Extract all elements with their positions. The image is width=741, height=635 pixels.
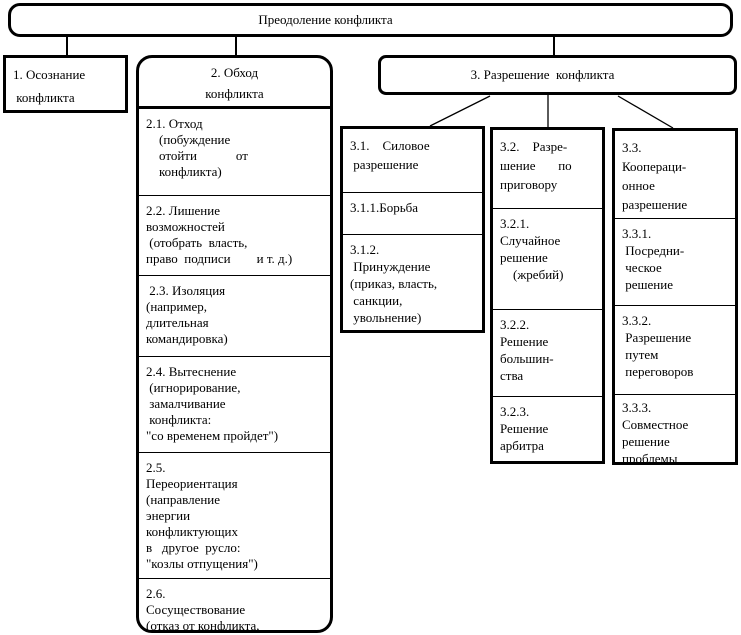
resolution-column-force: 3.1. Силовое разрешение 3.1.1.Борьба 3.1… xyxy=(340,126,485,333)
avoidance-item-2-4: 2.4. Вытеснение (игнорирование, замалчив… xyxy=(139,357,330,453)
avoidance-item-2-5: 2.5. Переориентация (направление энергии… xyxy=(139,453,330,579)
avoidance-item-2-3: 2.3. Изоляция (например, длительная кома… xyxy=(139,276,330,357)
avoidance-title: 2. Обход конфликта xyxy=(205,65,264,101)
awareness-node: 1. Осознание конфликта xyxy=(3,55,128,113)
root-node: Преодоление конфликта xyxy=(8,3,733,37)
column-title-3-2: 3.2. Разре- шение по приговору xyxy=(493,130,602,209)
resolution-column-verdict: 3.2. Разре- шение по приговору 3.2.1. Сл… xyxy=(490,127,605,464)
column-title-3-1: 3.1. Силовое разрешение xyxy=(343,129,482,193)
avoidance-node: 2. Обход конфликта 2.1. Отход (побуждени… xyxy=(136,55,333,633)
avoidance-item-2-1: 2.1. Отход (побуждение отойти от конфлик… xyxy=(139,109,330,196)
column-item-3-2-3: 3.2.3. Решение арбитра xyxy=(500,404,549,453)
column-item-3-3-1: 3.3.1. Посредни- ческое решение xyxy=(615,219,735,306)
column-item-3-2-1: 3.2.1. Случайное решение (жребий) xyxy=(493,209,602,310)
root-node-label: Преодоление конфликта xyxy=(258,12,393,27)
resolution-node: 3. Разрешение конфликта xyxy=(378,55,737,95)
column-title-3-3: 3.3. Коопераци- онное разрешение xyxy=(615,131,735,219)
column-item-3-3-2: 3.3.2. Разрешение путем переговоров xyxy=(615,306,735,395)
avoidance-item-2-6: 2.6. Сосуществование (отказ от конфликта… xyxy=(146,586,260,630)
title-divider xyxy=(139,106,330,109)
column-item-3-1-2: 3.1.2. Принуждение (приказ, власть, санк… xyxy=(350,242,438,325)
column-item-3-2-2: 3.2.2. Решение большин- ства xyxy=(493,310,602,397)
column-item-3-3-3: 3.3.3. Совместное решение проблемы (конс… xyxy=(622,400,689,462)
resolution-node-label: 3. Разрешение конфликта xyxy=(470,67,615,82)
avoidance-item-2-2: 2.2. Лишение возможностей (отобрать влас… xyxy=(139,196,330,276)
column-item-3-1-1: 3.1.1.Борьба xyxy=(343,193,482,235)
resolution-column-cooperative: 3.3. Коопераци- онное разрешение 3.3.1. … xyxy=(612,128,738,465)
